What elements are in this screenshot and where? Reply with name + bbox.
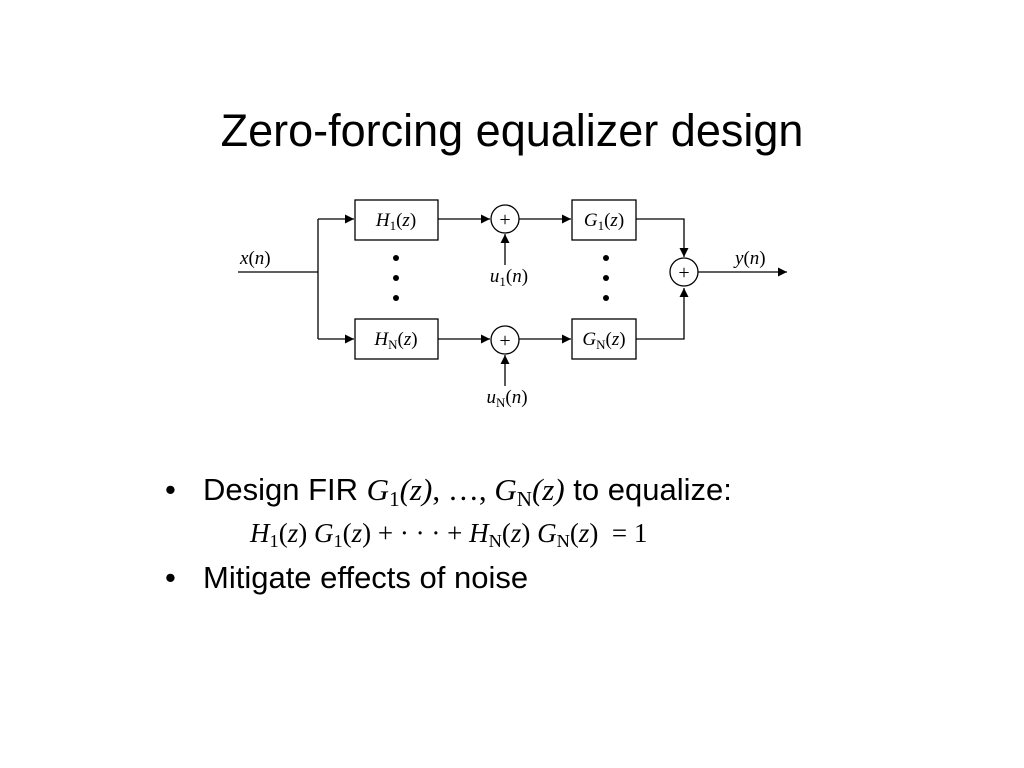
slide-title: Zero-forcing equalizer design — [220, 105, 804, 156]
adder-top-symbol: + — [499, 209, 510, 231]
bullet-item-design: • Design FIR G1(z), …, GN(z) to equalize… — [165, 472, 732, 552]
dots-g — [603, 295, 609, 301]
bullet-text: Mitigate effects of noise — [203, 560, 529, 596]
h1-box — [354, 199, 439, 241]
adder-bottom-symbol: + — [499, 330, 510, 352]
bullet-list: • Design FIR G1(z), …, GN(z) to equalize… — [165, 472, 732, 596]
bullet-dot: • — [165, 472, 176, 507]
hn-label: HN(z) — [373, 329, 417, 352]
gn-label: GN(z) — [582, 329, 625, 352]
noise-bottom-label: uN(n) — [486, 387, 527, 410]
output-adder-symbol: + — [678, 262, 689, 284]
bullet-dot: • — [165, 560, 176, 596]
noise-top-label: u1(n) — [490, 266, 528, 289]
h1-label: H1(z) — [375, 210, 416, 233]
input-label: x(n) — [239, 248, 271, 269]
zero-forcing-equation: H1(z) G1(z) + · · · + HN(z) GN(z) = 1 — [250, 517, 648, 552]
dots-h — [393, 295, 399, 301]
bullet-text-suffix: to equalize: — [564, 472, 732, 507]
dots-g — [603, 275, 609, 281]
g1-label: G1(z) — [584, 210, 624, 233]
g1-expression: G1(z), …, GN(z) — [366, 472, 565, 511]
bullet-item-noise: • Mitigate effects of noise — [165, 560, 732, 596]
g1-box — [571, 199, 637, 241]
adder-bottom-circle — [490, 325, 520, 355]
dots-g — [603, 255, 609, 261]
dots-h — [393, 255, 399, 261]
bullet-text-prefix: Design FIR — [203, 472, 367, 507]
gn-to-sum-arrow — [636, 288, 689, 340]
dots-h — [393, 275, 399, 281]
g1-to-sum-arrow — [636, 218, 689, 257]
output-label: y(n) — [733, 248, 766, 269]
